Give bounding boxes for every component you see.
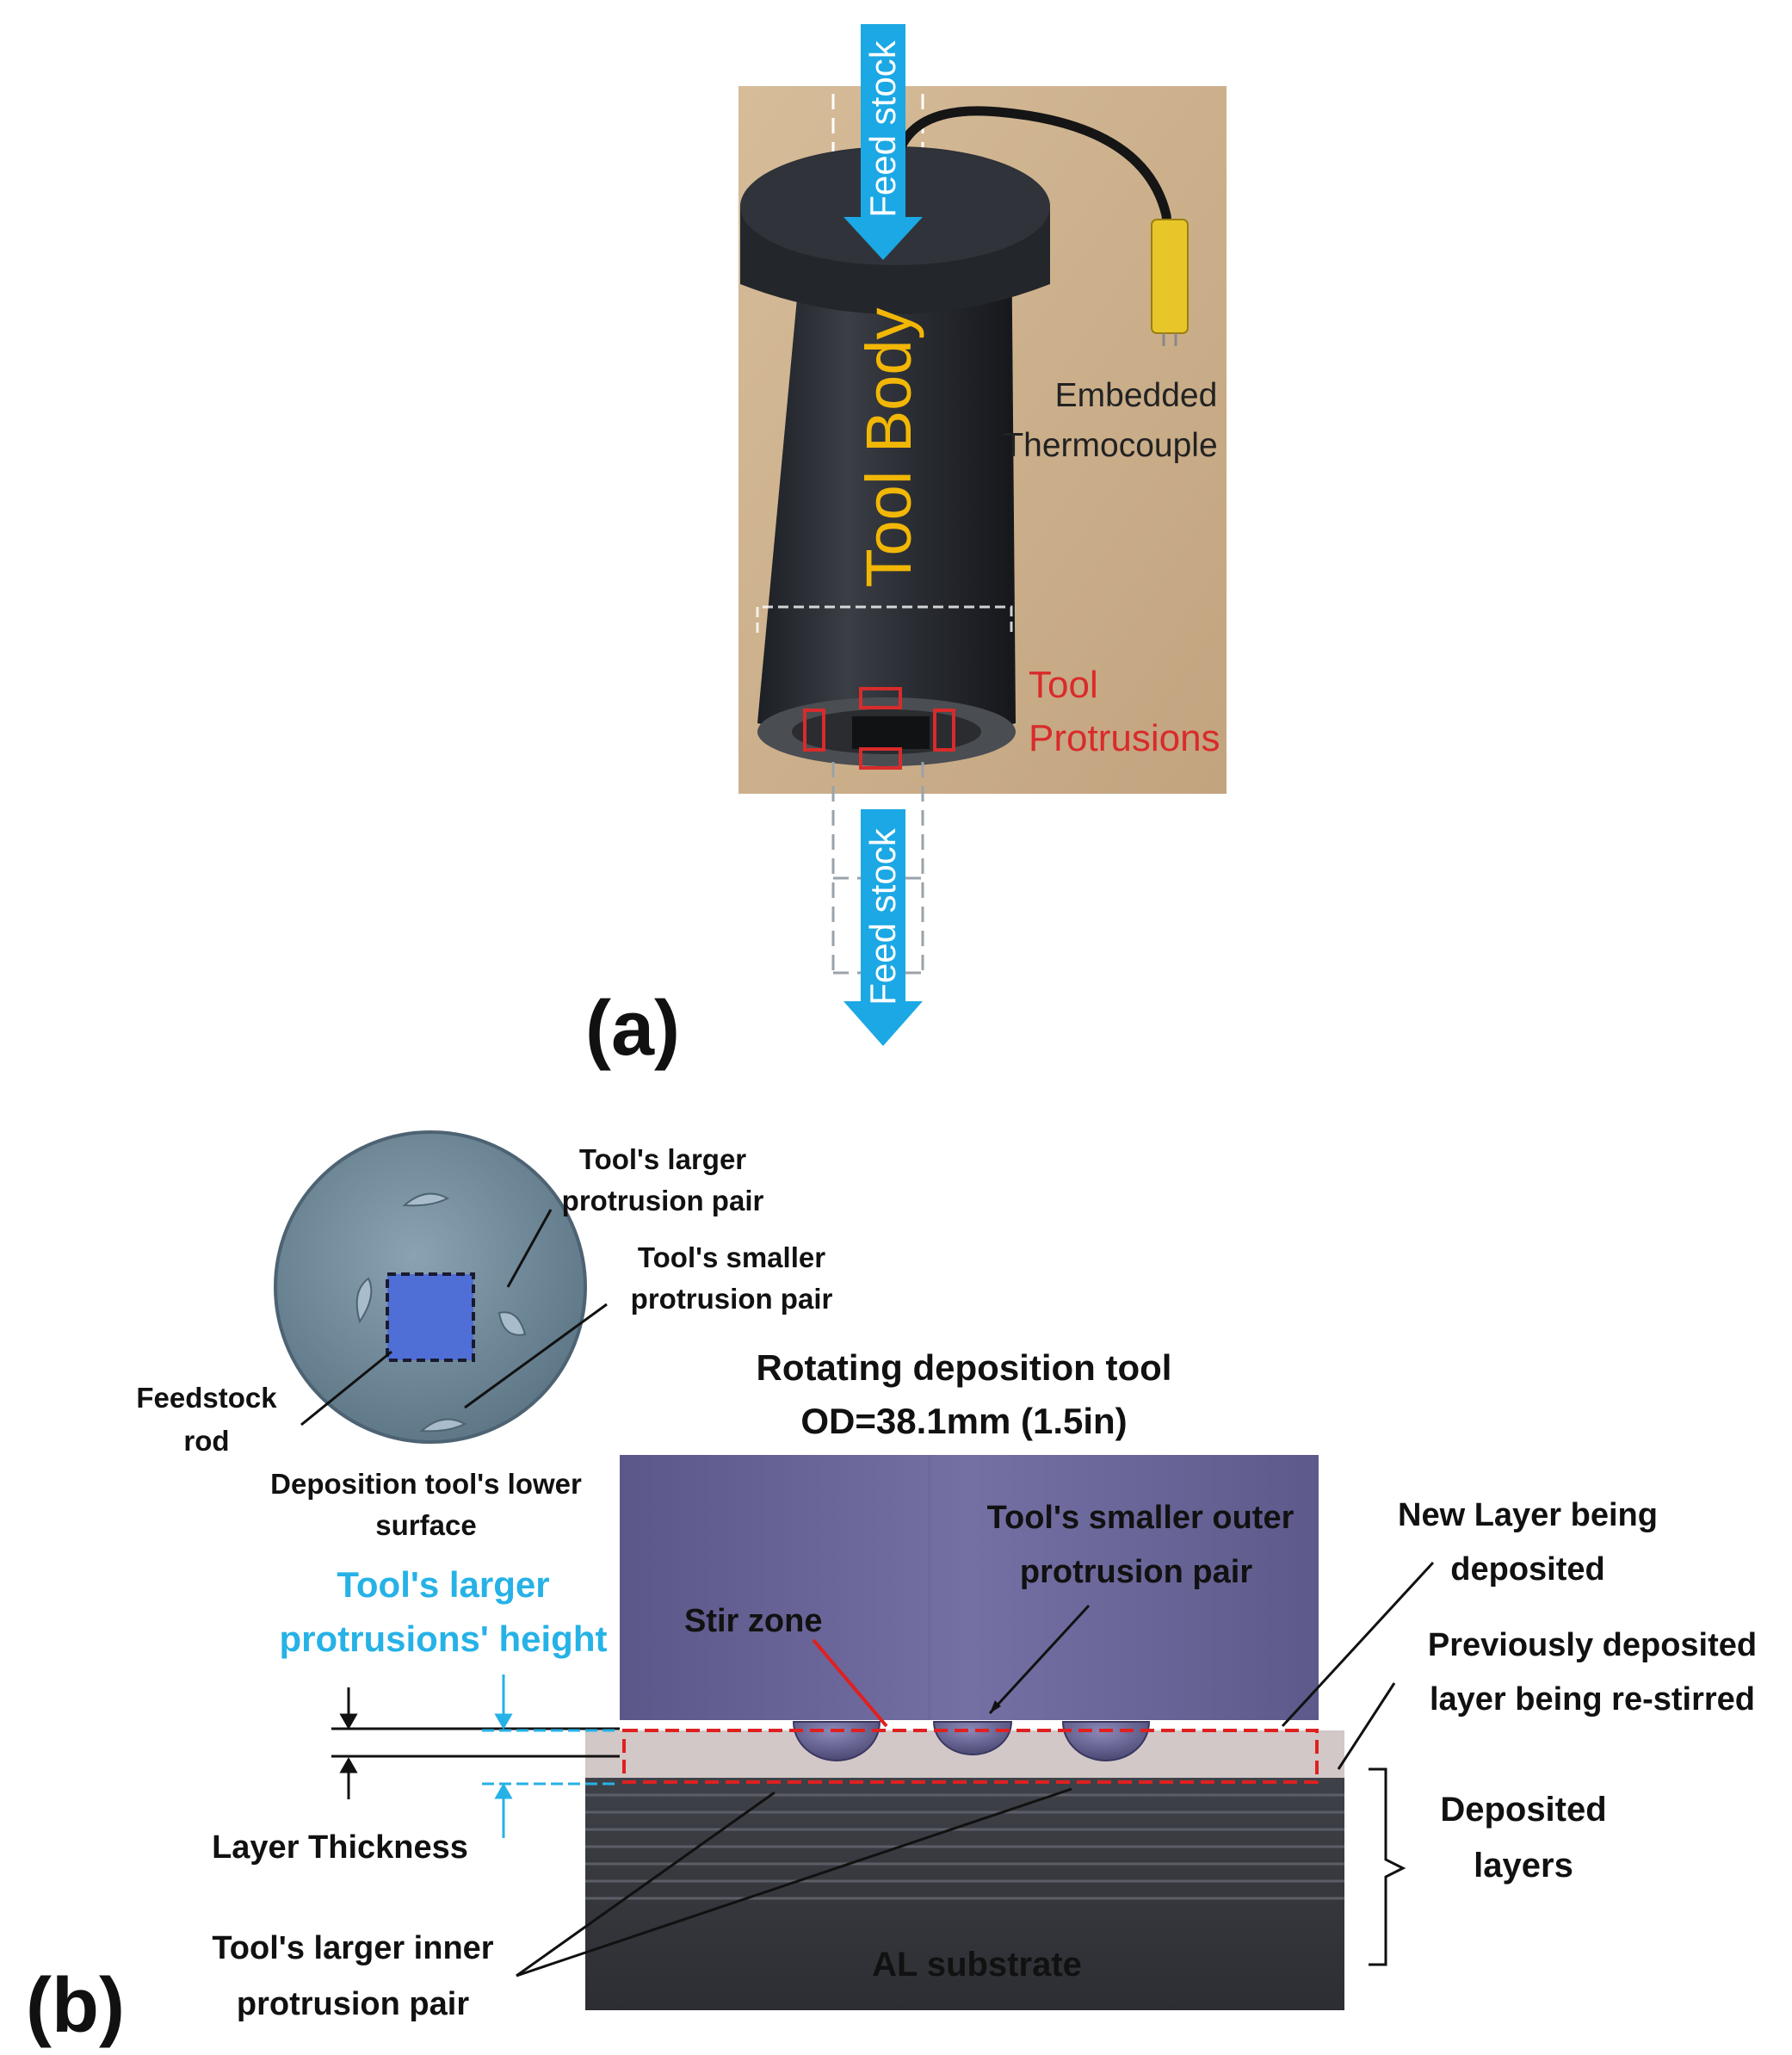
larger-inner-label-line1: Tool's larger inner <box>212 1930 493 1966</box>
deposited-label-line1: Deposited <box>1440 1791 1606 1829</box>
larger-inner-pointers <box>516 1787 1072 1978</box>
panel-a-label: (a) <box>585 986 680 1072</box>
prev-layer-label-line2: layer being re-stirred <box>1430 1681 1755 1718</box>
larger-inner-label-line2: protrusion pair <box>237 1986 469 2022</box>
prev-layer-label-line1: Previously deposited <box>1428 1627 1757 1663</box>
height-indicator <box>482 1674 620 1838</box>
disc-leader-lines <box>300 1209 608 1427</box>
new-layer-label-line1: New Layer being <box>1398 1497 1658 1533</box>
feedstock-rod-label-line2: rod <box>183 1425 229 1457</box>
prev-layer-pointer <box>1337 1682 1396 1770</box>
feed-stock-bottom-label: Feed stock <box>862 827 903 1005</box>
embedded-label-line2: Thermocouple <box>1003 427 1217 464</box>
larger-height-label-line1: Tool's larger <box>337 1564 549 1605</box>
protrusions-label-line2: Protrusions <box>1029 717 1220 759</box>
stir-zone-label: Stir zone <box>684 1603 822 1639</box>
feedstock-rod-label-line1: Feedstock <box>136 1382 277 1414</box>
embedded-label-line1: Embedded <box>1055 377 1218 414</box>
new-layer-pointer <box>1281 1561 1435 1728</box>
deposited-bracket <box>1369 1767 1406 1966</box>
rotating-tool-label-line2: OD=38.1mm (1.5in) <box>800 1401 1127 1441</box>
feedstock-outline-bottom <box>831 762 924 977</box>
tool-body-label: Tool Body <box>853 308 924 588</box>
panel-b: Tool's larger protrusion pair Tool's sma… <box>26 1130 1757 2049</box>
larger-height-label-line2: protrusions' height <box>280 1619 608 1659</box>
larger-pair-label-line2: protrusion pair <box>562 1185 764 1216</box>
smaller-outer-arrowhead <box>990 1700 1001 1713</box>
smaller-outer-label-line1: Tool's smaller outer <box>987 1500 1295 1536</box>
deposited-layer-lines <box>585 1793 1344 1900</box>
al-substrate-label: AL substrate <box>872 1946 1082 1984</box>
tool-lower-surface-render <box>274 1130 587 1444</box>
stir-zone-pointer <box>812 1638 888 1728</box>
larger-pair-label-line1: Tool's larger <box>579 1143 746 1175</box>
protrusion-markers <box>803 687 955 770</box>
deposited-label-line2: layers <box>1474 1847 1573 1885</box>
smaller-outer-pointer <box>988 1604 1091 1715</box>
panel-b-label: (b) <box>26 1963 125 2049</box>
feed-stock-top-label: Feed stock <box>862 40 903 217</box>
rotating-tool-label-line1: Rotating deposition tool <box>757 1347 1172 1388</box>
feed-arrow-bottom <box>843 809 923 1046</box>
smaller-pair-label-line2: protrusion pair <box>631 1283 833 1315</box>
new-layer-label-line2: deposited <box>1450 1551 1604 1588</box>
lower-surface-label-line2: surface <box>375 1509 476 1541</box>
thermocouple-icon <box>890 106 1189 346</box>
protrusions-label-line1: Tool <box>1029 664 1098 706</box>
rotating-deposition-tool <box>620 1455 1319 1720</box>
panel-a: Feed stock Feed stock Tool Body Embedded… <box>585 22 1227 1072</box>
smaller-pair-label-line1: Tool's smaller <box>638 1241 825 1273</box>
layer-thickness-label: Layer Thickness <box>212 1829 468 1866</box>
thickness-indicator <box>331 1687 620 1799</box>
feed-arrow-top <box>843 24 923 260</box>
lower-surface-label-line1: Deposition tool's lower <box>270 1468 582 1500</box>
substrate-block <box>585 1778 1344 2010</box>
feedstock-rod-square <box>386 1272 475 1362</box>
protrusion-bumps <box>792 1721 1151 1761</box>
smaller-outer-label-line2: protrusion pair <box>1020 1554 1252 1590</box>
